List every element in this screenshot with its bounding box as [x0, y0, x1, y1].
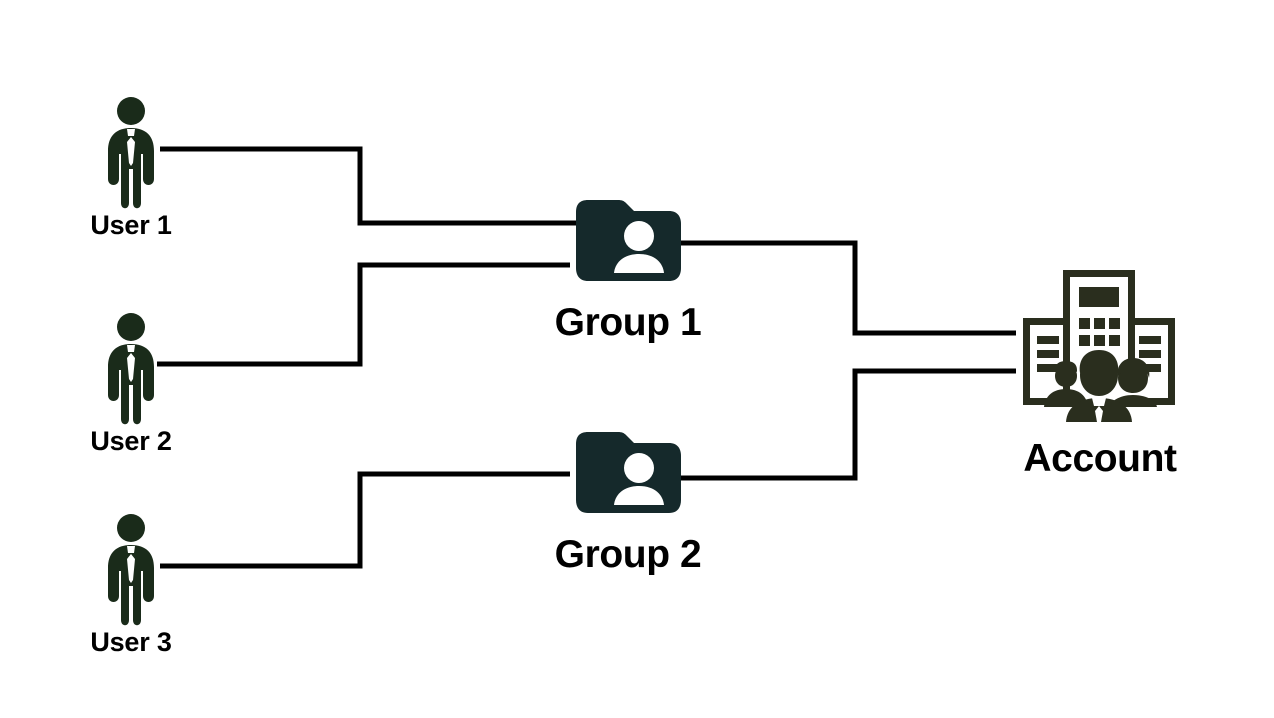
connector-user1-to-group1[interactable] — [160, 146, 578, 226]
building-bar-icon — [1037, 350, 1059, 358]
person-body-icon — [108, 344, 154, 425]
building-bar-icon — [1139, 364, 1161, 372]
account-person-center-icon — [1066, 350, 1132, 422]
user1-label: User 1 — [90, 210, 172, 240]
building-bar-icon — [1037, 336, 1059, 344]
user1-icon[interactable] — [108, 97, 154, 209]
account-label: Account — [1023, 437, 1177, 480]
building-bar-icon — [1037, 364, 1059, 372]
building-window-icon — [1094, 335, 1105, 346]
group1-label: Group 1 — [554, 301, 702, 344]
building-bar-icon — [1139, 350, 1161, 358]
building-window-icon — [1079, 318, 1090, 329]
building-left-wing-icon — [1023, 318, 1063, 405]
building-top-window-icon — [1079, 287, 1119, 307]
person-tie-icon — [127, 353, 135, 382]
person-head-icon — [117, 313, 145, 341]
user2-label: User 2 — [90, 426, 172, 456]
connector-layer — [157, 146, 1016, 569]
person-head-icon — [117, 97, 145, 125]
building-bar-icon — [1139, 336, 1161, 344]
connector-user3-to-group2[interactable] — [160, 471, 570, 569]
connector-user2-to-group1[interactable] — [157, 262, 570, 367]
group2-label: Group 2 — [554, 533, 702, 576]
person-collar-icon — [127, 129, 135, 136]
account-icon[interactable] — [1023, 270, 1175, 422]
folder-person-head-icon — [624, 221, 654, 251]
folder-person-body-icon — [614, 486, 664, 505]
person-tie-icon — [127, 137, 135, 166]
user2-icon[interactable] — [108, 313, 154, 425]
folder-person-body-icon — [614, 254, 664, 273]
group2-icon[interactable] — [576, 432, 681, 513]
building-window-icon — [1079, 335, 1090, 346]
group1-icon[interactable] — [576, 200, 681, 281]
building-right-wing-icon — [1135, 318, 1175, 405]
person-body-icon — [108, 545, 154, 626]
person-collar-icon — [127, 546, 135, 553]
building-window-icon — [1109, 335, 1120, 346]
person-head-icon — [117, 514, 145, 542]
person-collar-icon — [127, 345, 135, 352]
connector-group2-to-account[interactable] — [681, 368, 1016, 481]
connector-group1-to-account[interactable] — [681, 240, 1016, 336]
account-person-left-icon — [1044, 361, 1088, 407]
building-window-icon — [1109, 318, 1120, 329]
user3-icon[interactable] — [108, 514, 154, 626]
user3-label: User 3 — [90, 627, 172, 657]
folder-person-head-icon — [624, 453, 654, 483]
person-body-icon — [108, 128, 154, 209]
person-tie-icon — [127, 554, 135, 583]
building-window-icon — [1094, 318, 1105, 329]
